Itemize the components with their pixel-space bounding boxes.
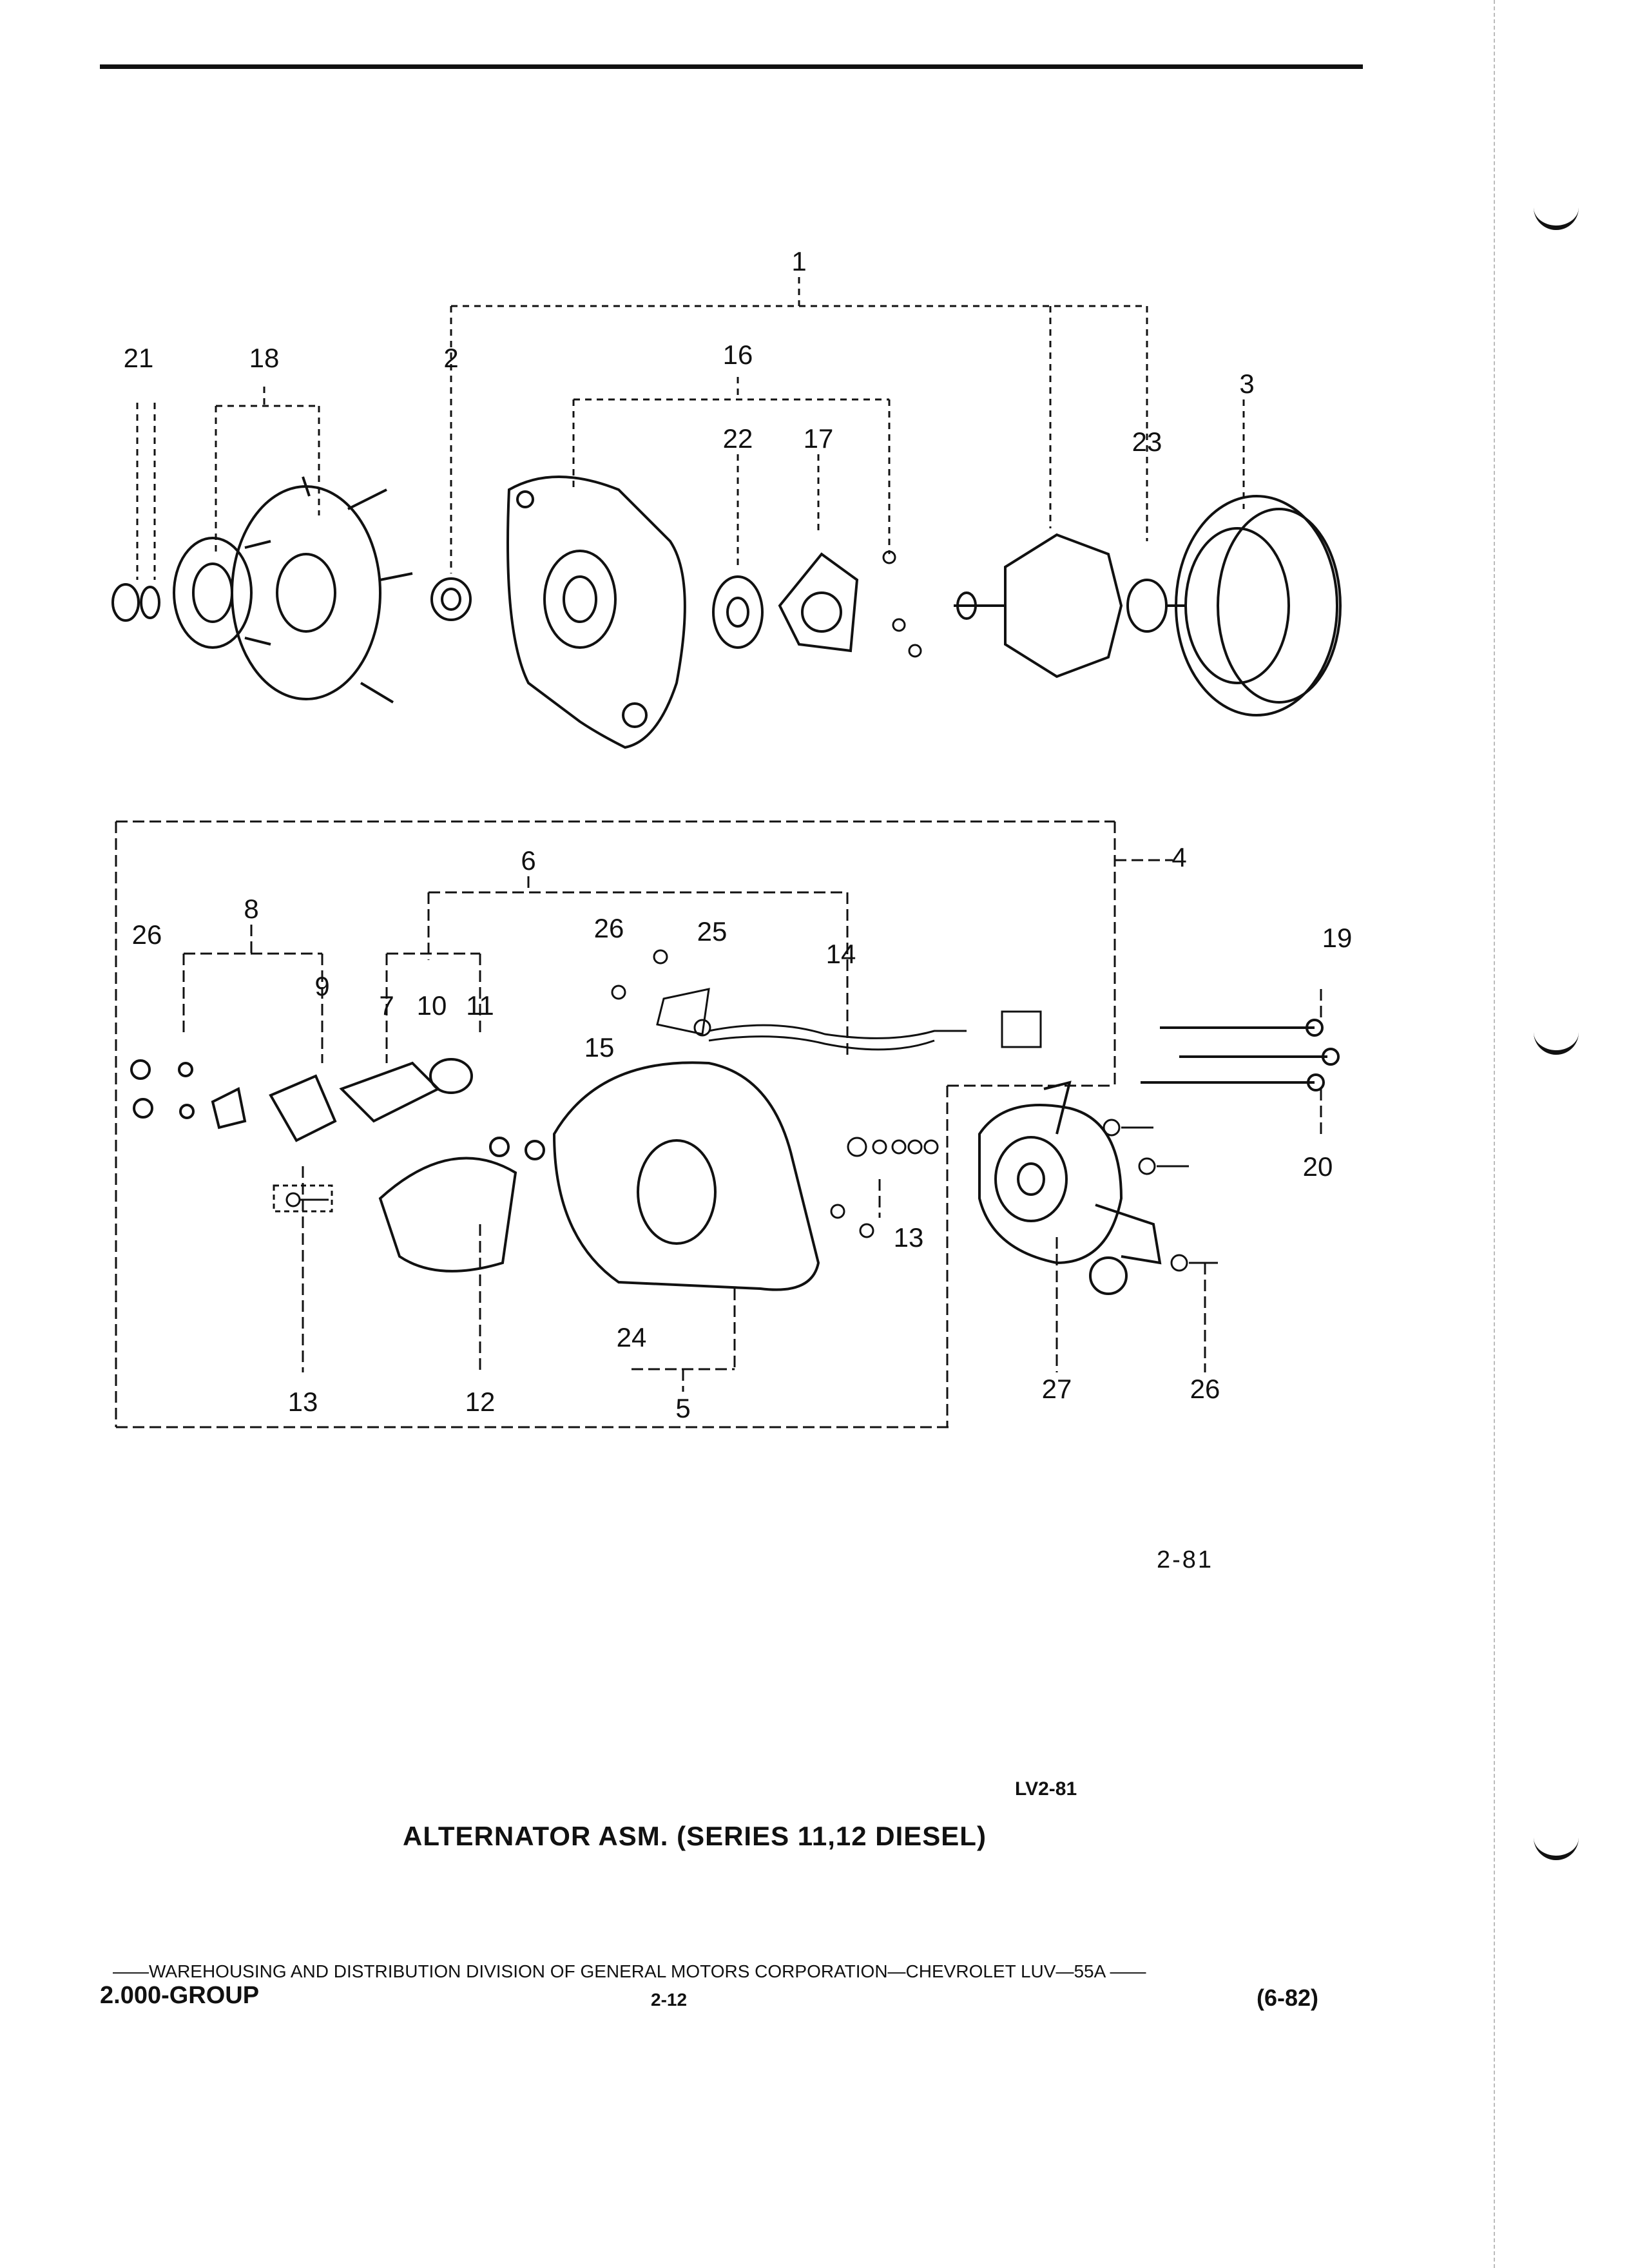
pulley-and-fan bbox=[173, 476, 413, 704]
callout-15: 15 bbox=[584, 1032, 615, 1062]
callout-4: 4 bbox=[1171, 842, 1186, 872]
callout-19: 19 bbox=[1322, 923, 1353, 953]
stator bbox=[1175, 495, 1342, 716]
callout-1: 1 bbox=[791, 246, 806, 276]
lower-assembly-frame bbox=[115, 820, 1322, 1428]
callout-26: 26 bbox=[1190, 1374, 1220, 1404]
figure-ref: 2-81 bbox=[1157, 1546, 1214, 1573]
callout-6: 6 bbox=[521, 845, 535, 876]
callout-13: 13 bbox=[894, 1222, 924, 1253]
terminal-nuts-washers bbox=[830, 1137, 939, 1238]
top-rule bbox=[100, 64, 1363, 69]
callout-18: 18 bbox=[249, 343, 280, 373]
leader-lines-top bbox=[136, 277, 1245, 580]
callout-5: 5 bbox=[675, 1393, 690, 1423]
callout-26: 26 bbox=[132, 919, 162, 950]
front-bearing bbox=[712, 575, 764, 649]
callout-16: 16 bbox=[723, 340, 753, 370]
callout-24: 24 bbox=[617, 1322, 647, 1352]
callout-27: 27 bbox=[1042, 1374, 1072, 1404]
callout-20: 20 bbox=[1303, 1151, 1333, 1182]
rectifier bbox=[378, 1137, 517, 1273]
footer-group: 2.000-GROUP bbox=[100, 1982, 260, 2009]
callout-25: 25 bbox=[697, 916, 728, 947]
binding-hole-mark bbox=[1534, 1024, 1579, 1055]
rotor bbox=[954, 533, 1186, 678]
callout-8: 8 bbox=[244, 894, 258, 924]
binding-hole-mark bbox=[1534, 1830, 1579, 1860]
retainer-plate bbox=[778, 552, 859, 653]
figure-caption: ALTERNATOR ASM. (SERIES 11,12 DIESEL) bbox=[403, 1821, 987, 1851]
callout-7: 7 bbox=[379, 990, 394, 1021]
footer-date: (6-82) bbox=[1257, 1984, 1319, 2011]
pump-bolts bbox=[1103, 1119, 1218, 1272]
through-bolts bbox=[1141, 1019, 1340, 1091]
collar bbox=[430, 577, 472, 621]
callout-13: 13 bbox=[288, 1387, 318, 1417]
rear-cover bbox=[525, 1061, 820, 1291]
callout-12: 12 bbox=[465, 1387, 496, 1417]
callout-14: 14 bbox=[826, 939, 856, 969]
callout-17: 17 bbox=[804, 423, 834, 454]
callout-22: 22 bbox=[723, 423, 753, 454]
connector-harness bbox=[693, 1010, 1042, 1051]
retainer-screws bbox=[882, 550, 922, 658]
bracket-plate bbox=[611, 949, 710, 1035]
exploded-view-diagram: 1 2 3 4 5 6 7 8 9 10 11 12 13 13 14 15 1… bbox=[111, 246, 1353, 1428]
callout-9: 9 bbox=[314, 971, 329, 1001]
front-cover bbox=[506, 476, 686, 749]
callout-21: 21 bbox=[124, 343, 154, 373]
callout-2: 2 bbox=[443, 343, 458, 373]
callout-23: 23 bbox=[1132, 427, 1162, 457]
figure-code: LV2-81 bbox=[1015, 1778, 1077, 1800]
callout-26: 26 bbox=[594, 913, 624, 943]
callout-10: 10 bbox=[417, 990, 447, 1021]
small-screw-13 bbox=[273, 1184, 333, 1213]
binding-hole-mark bbox=[1534, 200, 1579, 230]
nut-and-washer bbox=[111, 583, 160, 622]
footer-page-number: 2-12 bbox=[651, 1990, 688, 2010]
callout-11: 11 bbox=[466, 990, 494, 1021]
footer-publisher-line: ——WAREHOUSING AND DISTRIBUTION DIVISION … bbox=[113, 1961, 1146, 1981]
vacuum-pump bbox=[978, 1081, 1162, 1295]
brush-holder-parts bbox=[130, 1058, 473, 1142]
callout-3: 3 bbox=[1239, 369, 1254, 399]
binding-edge-line bbox=[1494, 0, 1495, 2268]
